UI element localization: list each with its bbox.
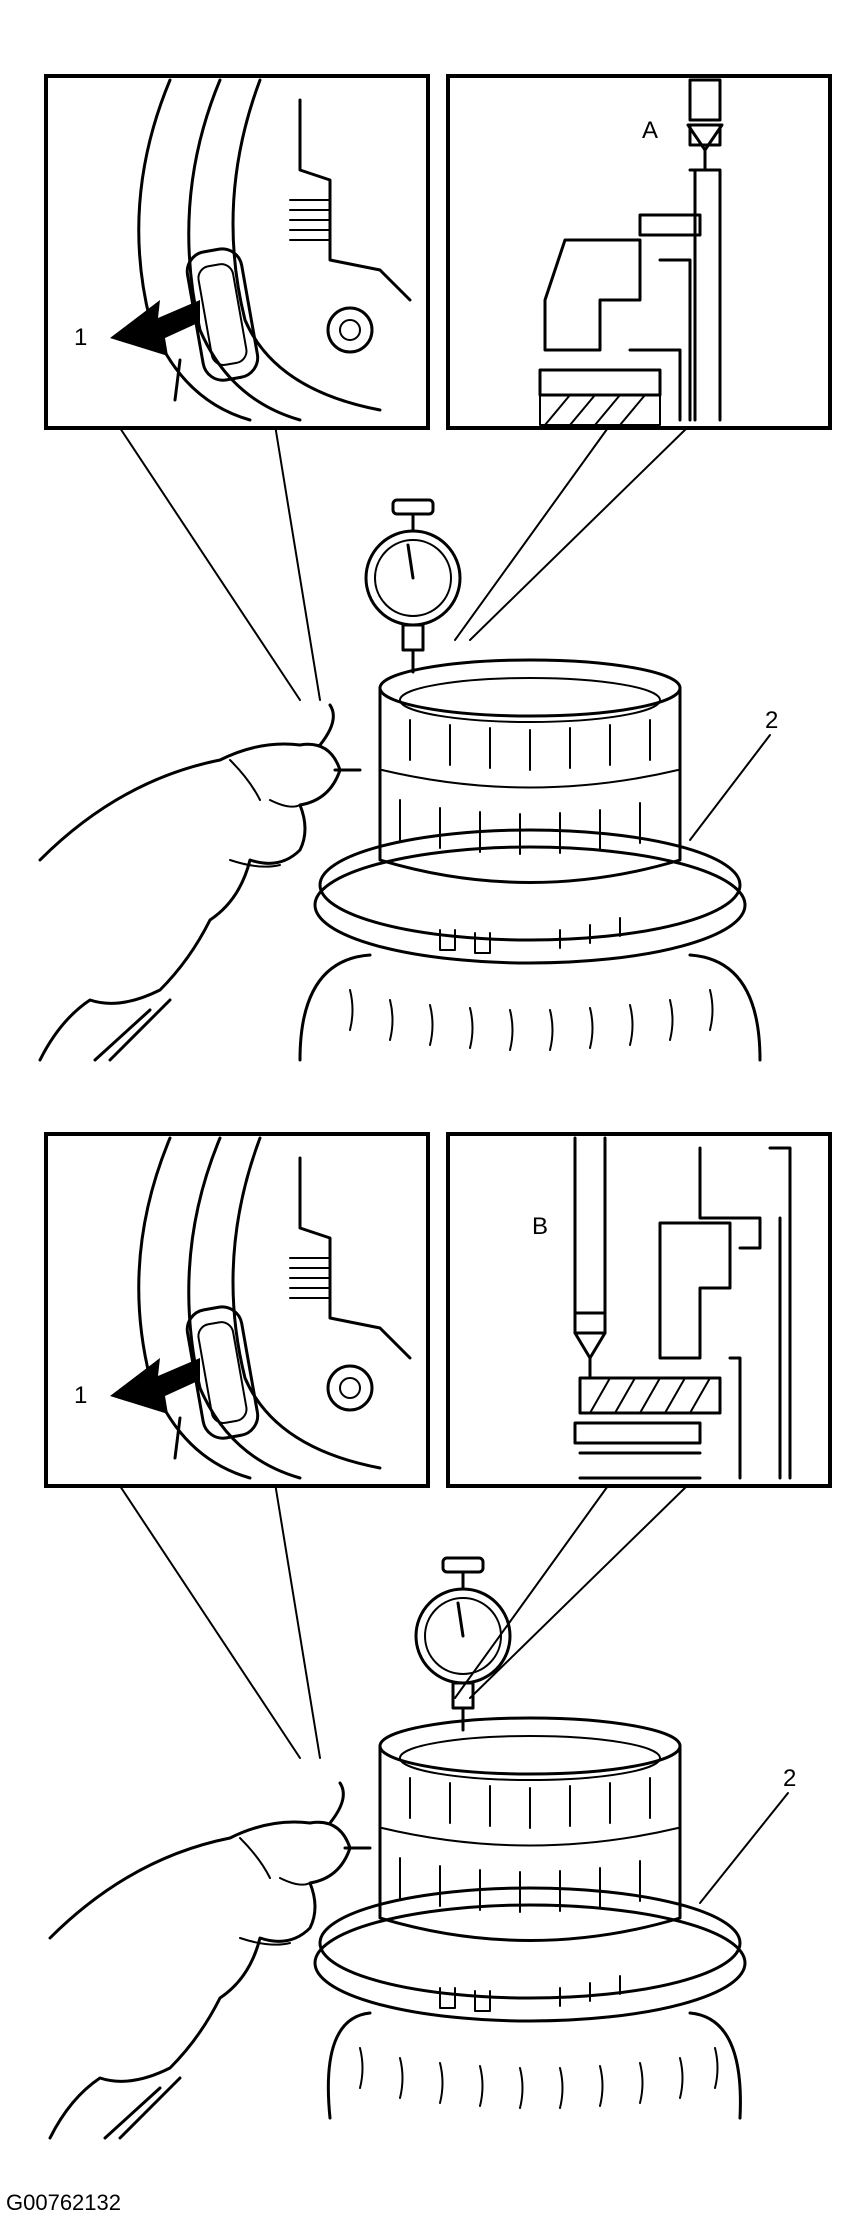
arrow-icon	[110, 1358, 200, 1414]
leader-line-right-2	[469, 424, 691, 641]
leader-line-right-2	[469, 1482, 691, 1699]
leader-line-part-2	[699, 1792, 789, 1904]
leader-line-left-2	[274, 424, 321, 701]
leader-line-left-2	[274, 1482, 321, 1759]
leader-line-part-2	[689, 734, 771, 841]
clutch-assembly	[313, 1716, 747, 2120]
part-label: 2	[765, 707, 778, 734]
dial-indicator-icon	[414, 1556, 512, 1732]
inset-detail-1	[44, 74, 430, 430]
hand-icon	[38, 703, 362, 1062]
inset-detail-1	[44, 1132, 430, 1488]
leader-line-left	[117, 424, 301, 701]
arrow-icon	[110, 300, 200, 356]
figure-id: G00762132	[6, 2190, 121, 2215]
inset-detail-b	[446, 1132, 832, 1488]
arrow-label: 1	[74, 1382, 87, 1409]
top-illustration: 1 A	[38, 74, 832, 1062]
leader-line-right	[454, 424, 611, 641]
hand-icon	[48, 1781, 372, 2140]
arrow-label: 1	[74, 324, 87, 351]
leader-line-right	[454, 1482, 611, 1699]
detail-letter: A	[642, 117, 658, 144]
detail-letter: B	[532, 1213, 548, 1240]
bottom-illustration: 1 B	[44, 1132, 832, 2140]
inset-detail-a	[446, 74, 832, 430]
leader-line-left	[117, 1482, 301, 1759]
part-label: 2	[783, 1765, 796, 1792]
dial-indicator-icon	[364, 498, 462, 674]
clutch-assembly	[298, 658, 762, 1062]
